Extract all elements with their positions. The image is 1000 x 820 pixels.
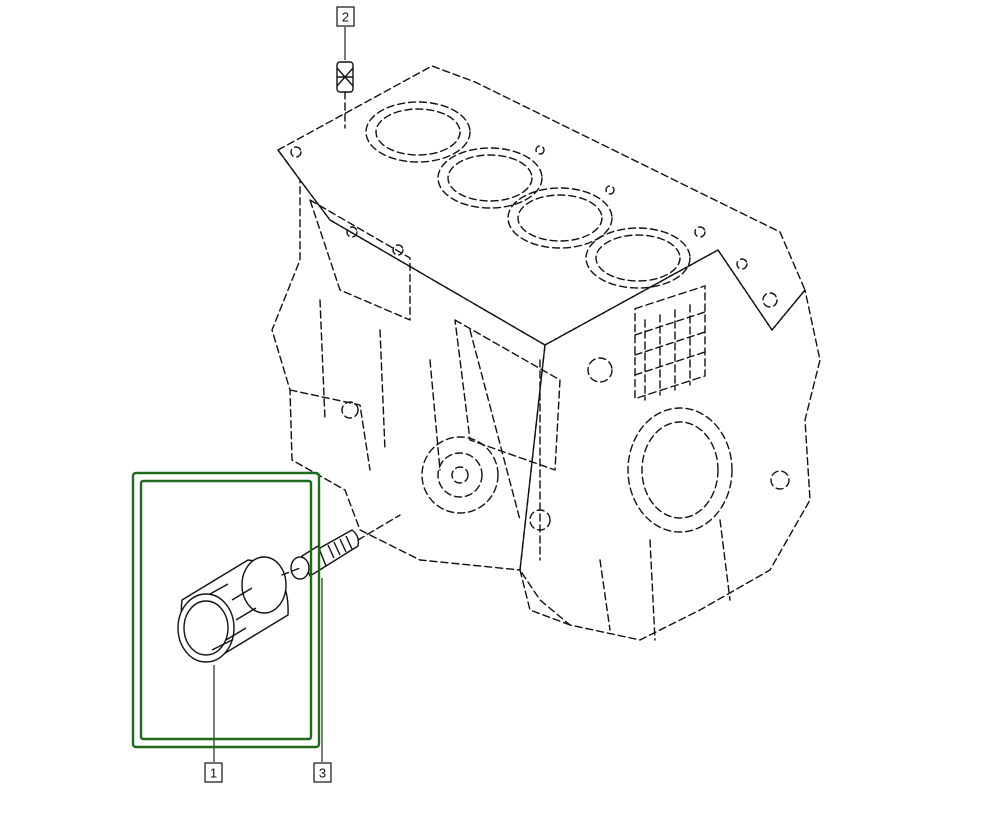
side-grid-lines xyxy=(634,304,706,401)
crankshaft-rear-bore-inner xyxy=(641,421,719,519)
cylinder-bore-4-inner xyxy=(595,234,681,282)
cylinder-bore-1 xyxy=(365,101,471,163)
highlight-frame-inner xyxy=(139,479,313,741)
oil-filter-end-face xyxy=(177,593,235,663)
part-1-oil-filter xyxy=(177,556,301,762)
deck-bolt-hole xyxy=(346,226,358,238)
block-boss xyxy=(587,357,613,383)
deck-bolt-hole xyxy=(605,185,615,195)
filter-mount-boss-inner xyxy=(437,452,483,498)
filter-mount-boss-center xyxy=(451,466,469,484)
callout-2-label: 2 xyxy=(342,10,349,25)
part-3-threaded-stud xyxy=(318,529,360,567)
callout-2[interactable]: 2 xyxy=(336,6,355,27)
part-2-oil-jet-screen xyxy=(336,27,354,129)
callout-3[interactable]: 3 xyxy=(313,762,332,783)
filter-mount-boss xyxy=(421,436,499,514)
part-3-washer xyxy=(290,556,310,580)
callout-3-label: 3 xyxy=(319,766,326,781)
block-boss xyxy=(770,470,790,490)
oil-filter-end-face-inner xyxy=(183,600,229,656)
cylinder-bore-4 xyxy=(585,227,691,289)
deck-bolt-hole xyxy=(535,145,545,155)
highlight-frame-outer xyxy=(131,471,321,749)
callout-1-box xyxy=(204,762,223,783)
engine-block-front-face xyxy=(271,149,546,571)
oil-filter-grip-flutes xyxy=(209,583,257,651)
part-3-union-bolt xyxy=(290,514,401,762)
block-rib xyxy=(454,319,561,471)
highlight-frame xyxy=(131,471,321,749)
cylinder-bore-1-inner xyxy=(375,108,461,156)
engine-block-top-deck xyxy=(277,65,806,346)
cylinder-bore-2-inner xyxy=(447,154,533,202)
engine-block xyxy=(271,65,821,641)
block-boss xyxy=(529,509,551,531)
engine-block-side-face xyxy=(519,249,821,641)
deck-bolt-hole xyxy=(290,146,302,158)
block-rib xyxy=(469,329,541,561)
part-3-axis xyxy=(357,514,401,541)
block-rib xyxy=(309,199,411,321)
block-boss xyxy=(341,401,359,419)
deck-bolt-hole xyxy=(694,226,706,238)
callout-1[interactable]: 1 xyxy=(204,762,223,783)
cylinder-bore-2 xyxy=(437,147,543,209)
callout-1-label: 1 xyxy=(210,766,217,781)
oil-filter-base-gasket xyxy=(241,556,287,614)
callout-3-box xyxy=(313,762,332,783)
part-2-mesh xyxy=(336,67,354,87)
block-rib xyxy=(289,389,371,471)
side-grid-panel xyxy=(634,285,706,400)
cylinder-bore-3-inner xyxy=(517,194,603,242)
block-boss xyxy=(762,292,778,308)
block-lower-skirt xyxy=(519,519,731,641)
block-rib xyxy=(319,299,441,471)
crankshaft-rear-bore xyxy=(627,407,733,533)
cylinder-bore-3 xyxy=(507,187,613,249)
part-3-threads xyxy=(327,535,353,559)
deck-bolt-hole xyxy=(392,244,404,256)
deck-bolt-hole xyxy=(736,258,748,270)
oil-filter-axis xyxy=(281,567,301,576)
callout-2-box xyxy=(336,6,355,27)
